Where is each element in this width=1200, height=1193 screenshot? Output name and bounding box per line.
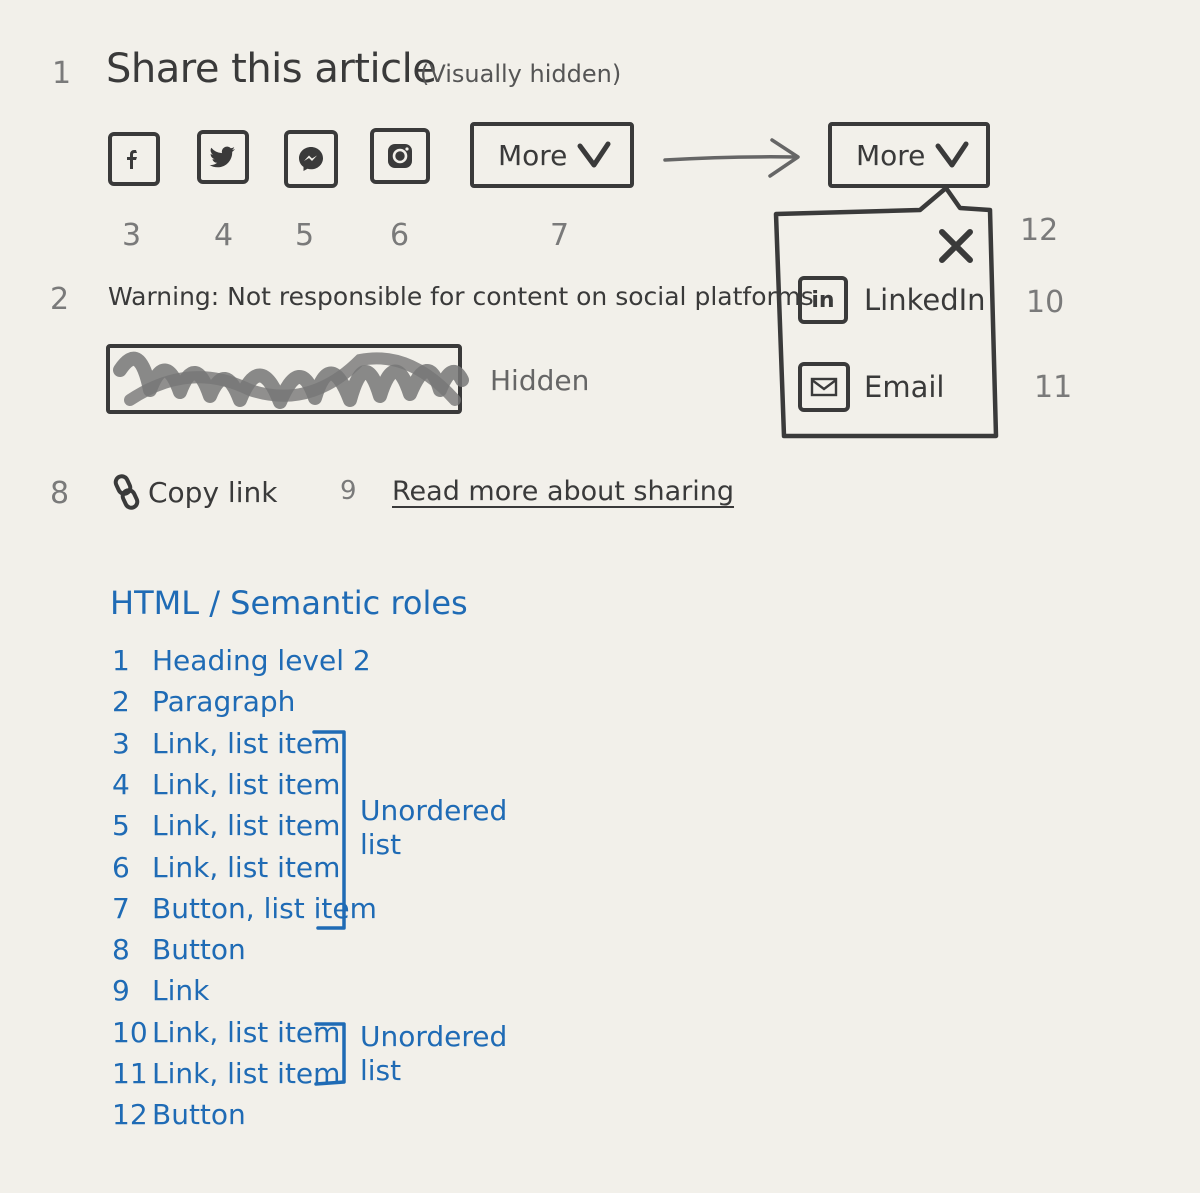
instagram-icon [388, 144, 412, 168]
instagram-share-link[interactable] [370, 128, 430, 184]
more-button[interactable]: More [470, 122, 634, 188]
legend-row-number: 8 [112, 933, 130, 966]
legend-row-number: 11 [112, 1057, 148, 1090]
share-heading: Share this article [106, 46, 437, 92]
annotation-number-4: 4 [214, 218, 234, 253]
link-icon [113, 474, 140, 510]
legend-row: 3 Link, list item [112, 727, 340, 760]
messenger-share-link[interactable] [284, 130, 338, 188]
legend-row-text: Link, list item [152, 1057, 341, 1090]
legend-row: 7 Button, list item [112, 892, 377, 925]
popup-item-linkedin[interactable]: in LinkedIn [798, 276, 986, 324]
facebook-share-link[interactable] [108, 132, 160, 186]
close-icon[interactable] [936, 226, 976, 266]
annotation-number-8: 8 [50, 476, 70, 511]
legend-row-number: 10 [112, 1016, 148, 1049]
legend-row-text: Link [152, 974, 210, 1007]
twitter-share-link[interactable] [197, 130, 249, 184]
legend-row-number: 12 [112, 1098, 148, 1131]
chevron-down-icon [935, 141, 969, 168]
legend-row-number: 3 [112, 727, 130, 760]
legend-row-text: Link, list item [152, 768, 341, 801]
annotation-number-3: 3 [122, 218, 142, 253]
unordered-list-label-2-line2: list [360, 1054, 402, 1087]
legend-row-text: Button [152, 933, 246, 966]
legend-row-number: 6 [112, 851, 130, 884]
annotation-number-10: 10 [1026, 285, 1065, 320]
legend-row-text: Button [152, 1098, 246, 1131]
messenger-icon [299, 147, 323, 171]
chevron-down-icon [577, 141, 611, 168]
more-button-label: More [498, 138, 568, 172]
email-label: Email [864, 370, 945, 404]
scribble-mark [113, 351, 469, 409]
copy-link-button[interactable]: Copy link [112, 474, 277, 510]
bracket-unordered-list-1 [312, 730, 346, 930]
unordered-list-label-1-line2: list [360, 828, 402, 861]
annotation-number-12: 12 [1020, 213, 1059, 248]
legend-row-number: 9 [112, 974, 130, 1007]
legend-row-number: 2 [112, 685, 130, 718]
legend-row: 8 Button [112, 933, 246, 966]
more-button-expanded-label: More [856, 138, 926, 172]
email-icon [798, 362, 850, 412]
annotation-number-9: 9 [340, 476, 357, 506]
legend-row-text: Paragraph [152, 685, 296, 718]
legend-row-number: 1 [112, 644, 130, 677]
legend-row-text: Button, list item [152, 892, 377, 925]
annotation-number-6: 6 [390, 218, 410, 253]
legend-row-number: 4 [112, 768, 130, 801]
legend-row: 4 Link, list item [112, 768, 340, 801]
unordered-list-label-2-line1: Unordered [360, 1020, 508, 1053]
visually-hidden-note: (Visually hidden) [420, 60, 622, 88]
legend-title: HTML / Semantic roles [110, 584, 468, 622]
warning-paragraph: Warning: Not responsible for content on … [108, 282, 814, 311]
bracket-unordered-list-2 [314, 1022, 346, 1086]
more-button-expanded[interactable]: More [828, 122, 990, 188]
arrow-icon [663, 138, 800, 178]
legend-row-text: Link, list item [152, 727, 341, 760]
twitter-icon [209, 146, 235, 168]
unordered-list-label-2: Unordered list [360, 1020, 507, 1088]
annotation-number-7: 7 [550, 218, 570, 253]
legend-row: 9 Link [112, 974, 209, 1007]
facebook-icon [127, 150, 137, 169]
annotation-number-1: 1 [52, 56, 72, 91]
legend-row-number: 7 [112, 892, 130, 925]
legend-row-text: Heading level 2 [152, 644, 371, 677]
unordered-list-label-1-line1: Unordered [360, 794, 508, 827]
legend-row-text: Link, list item [152, 851, 341, 884]
legend-row: 6 Link, list item [112, 851, 340, 884]
legend-row: 2 Paragraph [112, 685, 295, 718]
hidden-label: Hidden [490, 364, 590, 397]
annotation-number-11: 11 [1034, 370, 1073, 405]
linkedin-icon: in [798, 276, 848, 324]
read-more-link[interactable]: Read more about sharing [392, 476, 735, 507]
popup-frame [773, 185, 999, 439]
copy-link-label: Copy link [148, 475, 278, 509]
legend-row-number: 5 [112, 809, 130, 842]
unordered-list-label-1: Unordered list [360, 794, 507, 862]
annotation-number-5: 5 [295, 218, 315, 253]
legend-row: 1 Heading level 2 [112, 644, 371, 677]
legend-row-text: Link, list item [152, 1016, 341, 1049]
legend-row: 5 Link, list item [112, 809, 340, 842]
annotation-number-2: 2 [50, 282, 70, 317]
popup-item-email[interactable]: Email [798, 362, 944, 412]
legend-row-text: Link, list item [152, 809, 341, 842]
linkedin-label: LinkedIn [864, 283, 986, 317]
